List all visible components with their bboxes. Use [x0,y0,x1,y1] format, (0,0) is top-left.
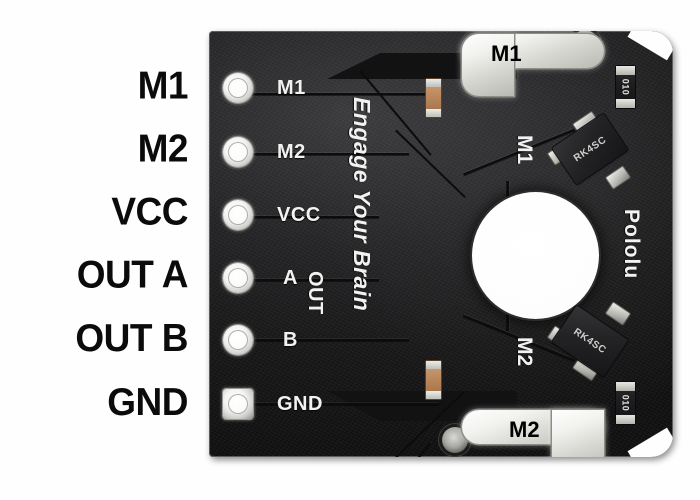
callout-label-out-b: OUT B [75,315,188,360]
transistor-lead-b3 [606,302,630,325]
pin-pad-b[interactable] [223,325,253,355]
silk-label-gnd: GND [277,393,323,415]
silk-label-b: B [283,329,298,351]
silk-label-out-group: OUT [304,271,326,315]
center-shaft-hole [472,192,599,319]
trace-a [229,93,439,95]
callout-label-gnd: GND [107,379,188,424]
resistor-code-top: 010 [620,78,631,96]
callout-label-m2: M2 [137,126,189,171]
callout-label-m1: M1 [137,63,189,108]
motor-pad-m2-leg[interactable] [552,410,604,457]
trace-diag-top-2 [395,129,466,198]
resistor-top-right: 010 [616,66,635,108]
silk-slogan: Engage Your Brain [349,97,375,312]
silk-brand-pololu: Pololu [620,209,643,280]
pin-pad-a[interactable] [223,263,253,293]
trace-d [229,279,379,281]
board-corner-chamfer-bottom-right [627,427,673,457]
motor-pad-m1-leg[interactable] [462,34,514,96]
pin-pad-m2[interactable] [223,137,253,167]
silk-motor-mark-m2: M2 [513,337,536,367]
pin-pad-gnd[interactable] [223,389,253,419]
transistor-lead-a3 [606,166,630,189]
motor-pad-label-m1: M1 [491,41,522,66]
silk-label-vcc: VCC [277,204,321,226]
silk-label-a: A [283,267,298,289]
silk-label-m1: M1 [277,77,306,99]
silk-label-m2: M2 [277,141,306,163]
trace-b [229,153,409,155]
trace-f [229,403,439,405]
resistor-code-bottom: 010 [620,394,631,412]
motor-pad-label-m2: M2 [509,417,540,442]
capacitor-top [426,79,441,117]
pin-pad-m1[interactable] [223,73,253,103]
pcb-board: M1 M2 VCC A B GND OUT Engage Your Brain … [209,31,673,457]
pin-pad-vcc[interactable] [223,200,253,230]
resistor-bottom-right: 010 [616,382,635,424]
callout-label-list: M1 M2 VCC OUT A OUT B GND [0,0,196,500]
trace-c [229,216,379,218]
board-corner-chamfer-top-right [627,31,673,61]
silk-motor-mark-m1: M1 [513,135,536,165]
callout-label-vcc: VCC [111,189,188,234]
callout-label-out-a: OUT A [76,252,189,297]
trace-e [229,339,409,341]
capacitor-bottom [426,361,441,399]
trace-diag-bottom [359,442,432,457]
